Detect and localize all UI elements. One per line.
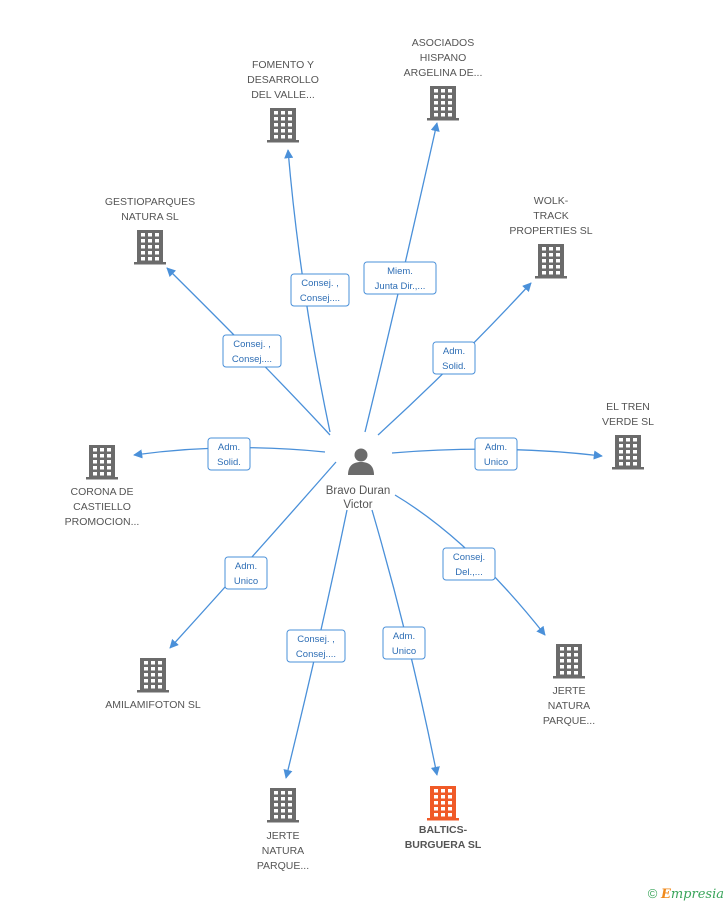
role-text: Unico xyxy=(392,646,416,657)
role-text: Unico xyxy=(484,457,508,468)
role-badge-wolk[interactable]: Adm. Solid. xyxy=(432,341,476,375)
role-text: Consej.... xyxy=(232,354,272,365)
company-label: DEL VALLE... xyxy=(251,89,315,101)
role-text: Adm. xyxy=(393,631,415,642)
company-label: PARQUE... xyxy=(257,860,309,872)
edges: Consej. , Consej.... Miem. Junta Dir.,... Co… xyxy=(133,122,603,779)
edge-amilamifoton xyxy=(169,461,337,649)
company-label: PROPERTIES SL xyxy=(509,225,592,237)
company-node-eltren[interactable]: EL TREN VERDE SL xyxy=(602,401,654,470)
company-node-gestioparques[interactable]: GESTIOPARQUES NATURA SL xyxy=(105,196,195,265)
role-badge-gestioparques[interactable]: Consej. , Consej.... xyxy=(222,334,282,368)
role-text: Adm. xyxy=(485,442,507,453)
company-label: NATURA xyxy=(262,845,304,857)
company-node-asociados[interactable]: ASOCIADOS HISPANO ARGELINA DE... xyxy=(404,37,483,121)
role-badge-jerte2[interactable]: Consej. Del.,... xyxy=(442,547,496,581)
role-badge-baltics[interactable]: Adm. Unico xyxy=(382,626,426,660)
role-text: Consej. , xyxy=(297,634,335,645)
company-label: ARGELINA DE... xyxy=(404,67,483,79)
company-node-jerte2[interactable]: JERTE NATURA PARQUE... xyxy=(543,644,595,727)
brand-logo: Empresia xyxy=(660,887,724,902)
role-text: Junta Dir.,... xyxy=(375,281,426,292)
role-text: Consej. , xyxy=(301,278,339,289)
company-nodes: FOMENTO Y DESARROLLO DEL VALLE... ASOCIADOS… xyxy=(65,37,654,872)
role-text: Adm. xyxy=(443,346,465,357)
company-label: EL TREN xyxy=(606,401,650,413)
company-node-baltics[interactable]: BALTICS- BURGUERA SL xyxy=(405,786,482,851)
company-label: PROMOCION... xyxy=(65,516,140,528)
company-node-amilamifoton[interactable]: AMILAMIFOTON SL xyxy=(105,658,201,711)
role-text: Adm. xyxy=(235,561,257,572)
building-icon xyxy=(134,230,166,265)
copyright-symbol: © xyxy=(647,886,658,901)
role-badge-asociados[interactable]: Miem. Junta Dir.,... xyxy=(363,261,437,295)
role-text: Consej.... xyxy=(300,293,340,304)
company-label: ASOCIADOS xyxy=(412,37,474,49)
role-text: Del.,... xyxy=(455,567,482,578)
company-node-wolk[interactable]: WOLK- TRACK PROPERTIES SL xyxy=(509,195,593,279)
company-label: BURGUERA SL xyxy=(405,839,482,851)
building-icon xyxy=(267,108,299,143)
company-label: NATURA xyxy=(548,700,590,712)
company-node-corona[interactable]: CORONA DE CASTIELLO PROMOCION... xyxy=(65,445,140,528)
company-label: HISPANO xyxy=(420,52,466,64)
company-node-fomento[interactable]: FOMENTO Y DESARROLLO DEL VALLE... xyxy=(247,59,319,143)
role-text: Solid. xyxy=(217,457,241,468)
role-badge-eltren[interactable]: Adm. Unico xyxy=(474,437,518,471)
building-icon xyxy=(535,244,567,279)
role-text: Miem. xyxy=(387,266,413,277)
role-badge-fomento[interactable]: Consej. , Consej.... xyxy=(290,273,350,307)
company-label: WOLK- xyxy=(534,195,569,207)
company-label: VERDE SL xyxy=(602,416,654,428)
building-icon xyxy=(86,445,118,480)
company-label: DESARROLLO xyxy=(247,74,319,86)
building-icon xyxy=(612,435,644,470)
company-label: AMILAMIFOTON SL xyxy=(105,699,201,711)
role-badge-jerte1[interactable]: Consej. , Consej.... xyxy=(286,629,346,663)
role-text: Adm. xyxy=(218,442,240,453)
role-text: Unico xyxy=(234,576,258,587)
company-label: JERTE xyxy=(266,830,299,842)
building-icon xyxy=(553,644,585,679)
company-label: TRACK xyxy=(533,210,569,222)
person-node[interactable]: Bravo Duran Victor xyxy=(326,448,391,512)
company-label: JERTE xyxy=(552,685,585,697)
role-text: Consej. xyxy=(453,552,485,563)
building-icon xyxy=(427,786,459,821)
building-icon xyxy=(427,86,459,121)
company-label: PARQUE... xyxy=(543,715,595,727)
company-label: GESTIOPARQUES xyxy=(105,196,195,208)
company-label: FOMENTO Y xyxy=(252,59,314,71)
role-text: Solid. xyxy=(442,361,466,372)
person-name-line2: Victor xyxy=(343,499,372,511)
company-label: CORONA DE xyxy=(70,486,133,498)
role-text: Consej. , xyxy=(233,339,271,350)
person-name: Bravo Duran xyxy=(326,485,391,497)
role-badge-corona[interactable]: Adm. Solid. xyxy=(207,437,251,471)
company-label: NATURA SL xyxy=(121,211,179,223)
role-text: Consej.... xyxy=(296,649,336,660)
company-label: BALTICS- xyxy=(419,824,468,836)
role-badge-amilamifoton[interactable]: Adm. Unico xyxy=(224,556,268,590)
company-label: CASTIELLO xyxy=(73,501,131,513)
footer-brand: © Empresia xyxy=(648,886,724,902)
building-icon xyxy=(267,788,299,823)
building-icon xyxy=(137,658,169,693)
company-node-jerte1[interactable]: JERTE NATURA PARQUE... xyxy=(257,788,309,872)
person-icon xyxy=(348,448,374,475)
